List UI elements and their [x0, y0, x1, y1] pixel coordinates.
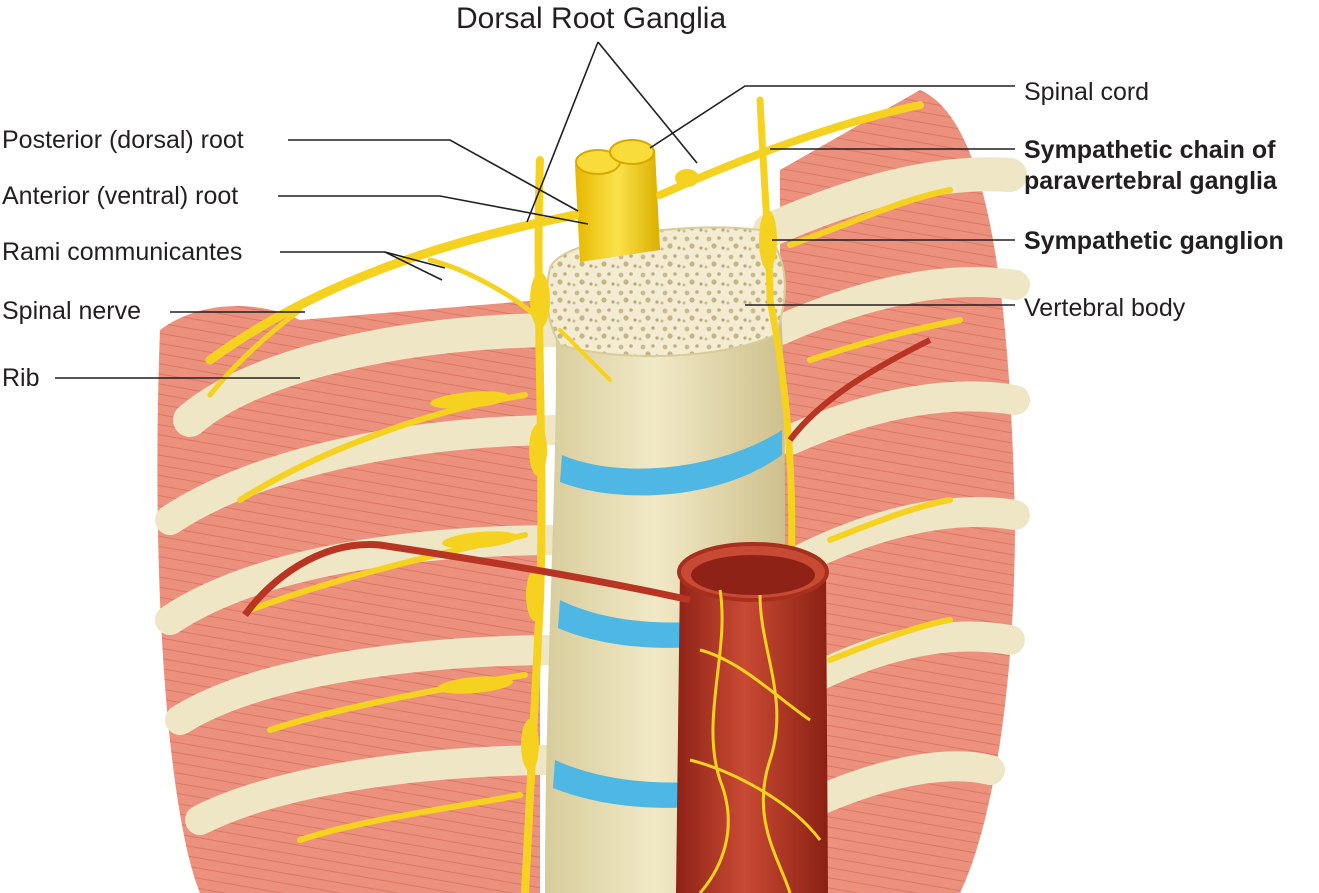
label-rami-communicantes: Rami communicantes [2, 238, 242, 267]
label-spinal-nerve: Spinal nerve [2, 297, 141, 326]
spinal-cord [575, 140, 660, 262]
label-posterior-root: Posterior (dorsal) root [2, 126, 244, 155]
label-sympathetic-chain-line2: paravertebral ganglia [1024, 167, 1277, 196]
diagram-title: Dorsal Root Ganglia [456, 2, 726, 37]
label-rib: Rib [2, 364, 40, 393]
label-sympathetic-chain-line1: Sympathetic chain of [1024, 136, 1275, 165]
dorsal-root-ganglion [675, 169, 699, 187]
label-sympathetic-ganglion: Sympathetic ganglion [1024, 227, 1284, 256]
label-anterior-root: Anterior (ventral) root [2, 182, 238, 211]
label-vertebral-body: Vertebral body [1024, 294, 1185, 323]
label-spinal-cord: Spinal cord [1024, 78, 1149, 107]
